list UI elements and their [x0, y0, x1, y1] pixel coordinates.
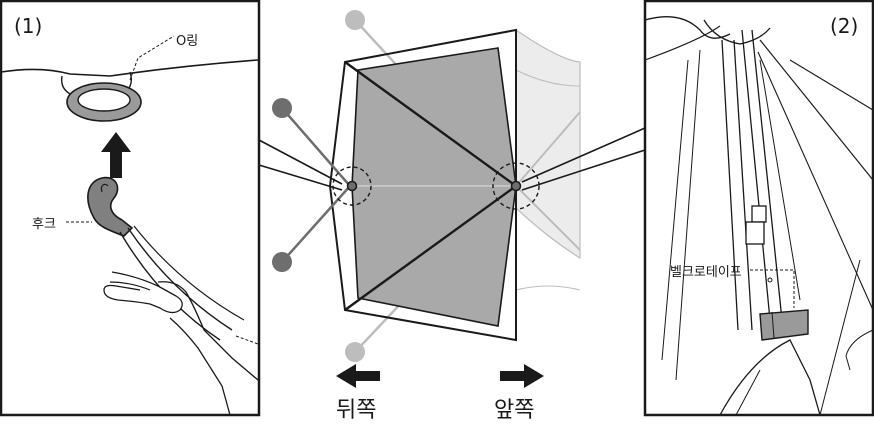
front-direction-label: 앞쪽: [494, 398, 535, 423]
back-direction-label: 뒤쪽: [336, 398, 377, 423]
center-tent: [258, 10, 646, 362]
buckle: [745, 205, 767, 245]
panel-number-left: (1): [14, 14, 43, 38]
pole-ball: [272, 98, 292, 118]
pole-ball: [345, 342, 365, 362]
detail-panel-left: [0, 0, 261, 417]
o-ring: [66, 82, 142, 122]
front-arrow-icon: [500, 364, 544, 388]
up-arrow-icon: [101, 132, 131, 178]
o-ring-label: O링: [176, 34, 199, 49]
back-arrow-icon: [336, 364, 380, 388]
hand-left: [103, 271, 259, 416]
pole-ball: [345, 10, 365, 30]
velcro-label: 벨크로테이프: [670, 265, 742, 280]
pole-ball: [272, 252, 292, 272]
velcro-strap: [759, 309, 809, 341]
hook-label: 후크: [32, 217, 56, 232]
hook: [87, 176, 134, 237]
detail-panel-right: [643, 0, 874, 417]
panel-number-right: (2): [830, 14, 859, 38]
